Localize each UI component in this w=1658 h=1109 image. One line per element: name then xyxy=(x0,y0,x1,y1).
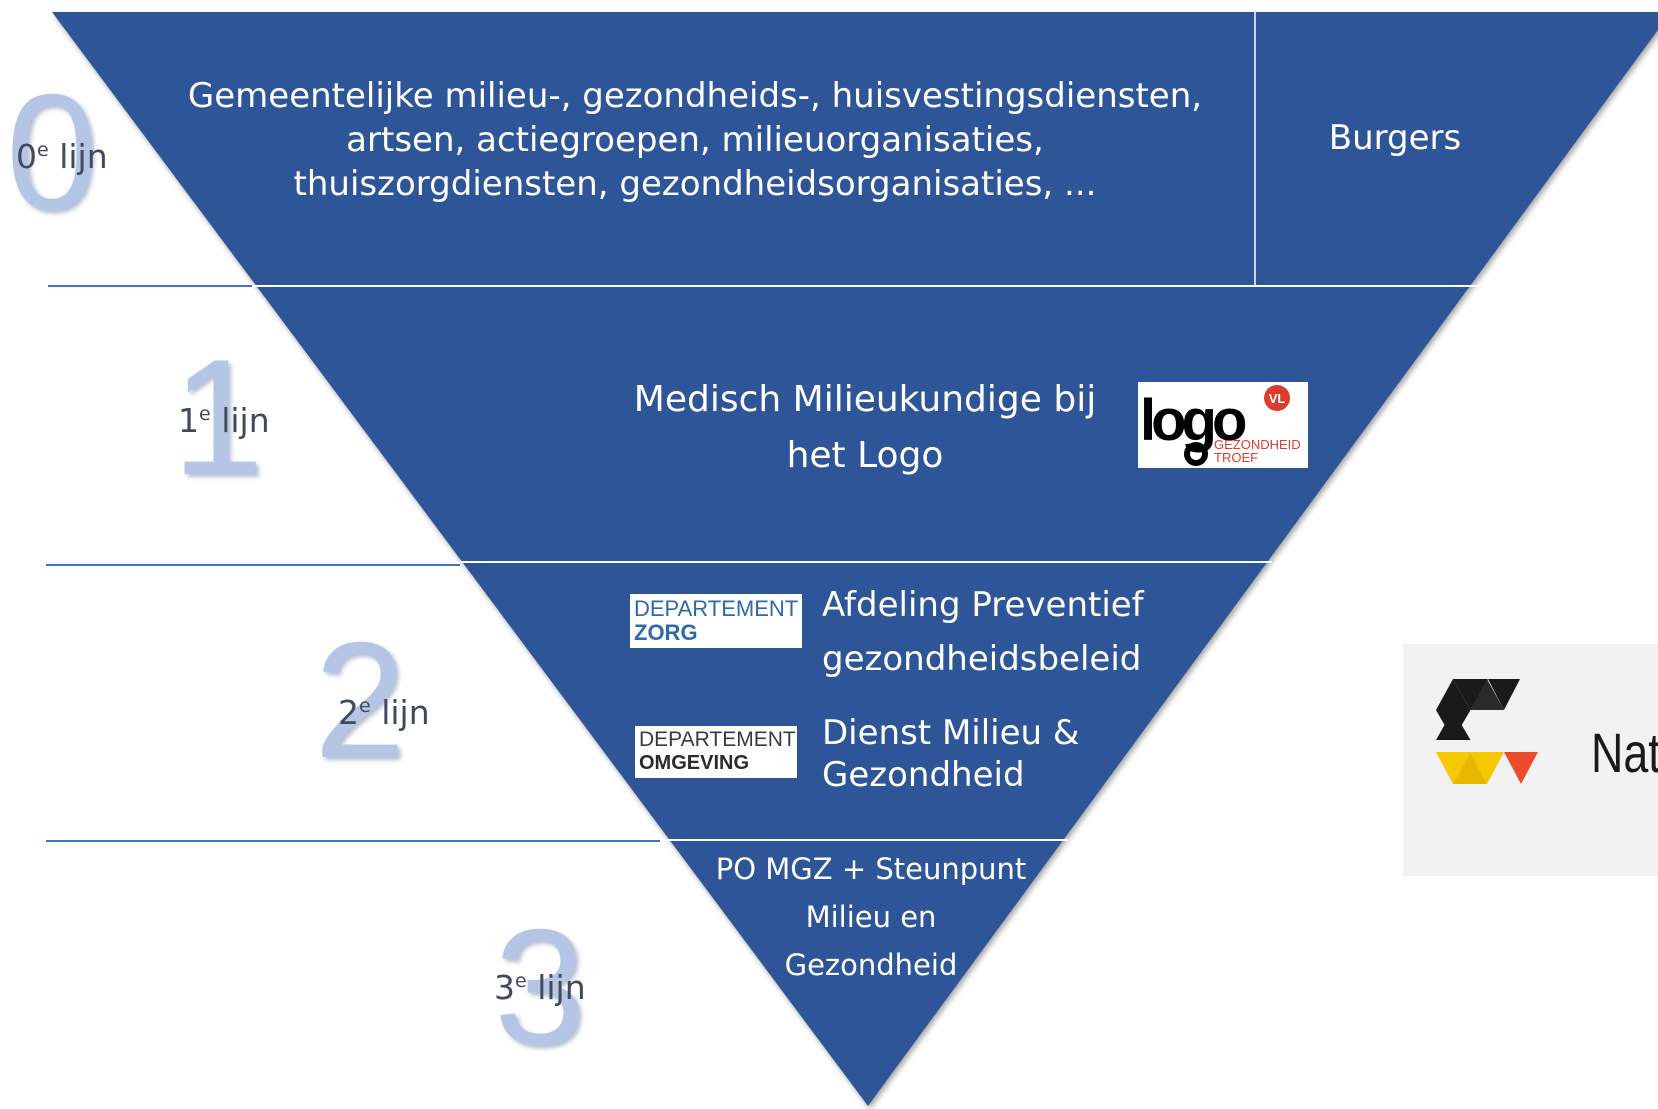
svg-text:GEZONDHEID: GEZONDHEID xyxy=(1214,437,1301,452)
tier0-actors-text: Gemeentelijke milieu-, gezondheids-, hui… xyxy=(140,74,1250,206)
level-2-word: lijn xyxy=(381,693,430,732)
dept-zorg-sub: ZORG xyxy=(634,620,698,645)
tier2-omgeving-text: Dienst Milieu & Gezondheid xyxy=(822,712,1079,796)
level-2-big-number: 2 xyxy=(314,608,406,792)
level-2-sup: e xyxy=(359,695,371,717)
tier2-omgeving-line-1: Dienst Milieu & xyxy=(822,713,1080,753)
tier3-line-2: Milieu en xyxy=(805,900,937,934)
level-0-sup: e xyxy=(37,139,49,161)
tier3-line-1: PO MGZ + Steunpunt xyxy=(715,852,1027,886)
svg-text:TROEF: TROEF xyxy=(1214,450,1258,465)
tier0-line-2: artsen, actiegroepen, milieuorganisaties… xyxy=(346,120,1044,160)
dept-zorg-name: DEPARTEMENT xyxy=(634,596,799,621)
national-logo-image: Nat xyxy=(1403,644,1658,876)
national-logo-text: Nat xyxy=(1591,721,1658,784)
level-2-label: 2e lijn xyxy=(338,693,430,732)
dept-omgeving-name: DEPARTEMENT xyxy=(639,728,796,751)
tier2-omgeving-line-2: Gezondheid xyxy=(822,755,1025,795)
departement-omgeving-logo: DEPARTEMENT OMGEVING xyxy=(635,726,797,778)
tier0-line-3: thuiszorgdiensten, gezondheidsorganisati… xyxy=(293,164,1097,204)
tier0-line-1: Gemeentelijke milieu-, gezondheids-, hui… xyxy=(187,76,1203,116)
tier2-zorg-line-1: Afdeling Preventief xyxy=(822,585,1144,625)
level-1-big-number: 1 xyxy=(172,325,264,509)
departement-zorg-logo: DEPARTEMENT ZORG xyxy=(630,594,802,648)
level-0-word: lijn xyxy=(59,137,108,176)
level-3-word: lijn xyxy=(537,968,586,1007)
tier1-text: Medisch Milieukundige bij het Logo xyxy=(600,372,1130,484)
burgers-label: Burgers xyxy=(1328,118,1462,158)
tier2-zorg-line-2: gezondheidsbeleid xyxy=(822,639,1142,679)
level-1-num: 1 xyxy=(178,401,199,440)
level-2-num: 2 xyxy=(338,693,359,732)
level-1-label: 1e lijn xyxy=(178,401,270,440)
level-1-sup: e xyxy=(199,403,211,425)
level-0-label: 0e lijn xyxy=(16,137,108,176)
level-0-big-number: 0 xyxy=(6,60,98,244)
svg-text:VL: VL xyxy=(1269,391,1286,406)
level-3-big-number: 3 xyxy=(494,895,586,1079)
tier1-line-2: het Logo xyxy=(786,435,944,476)
tier2-zorg-text: Afdeling Preventief gezondheidsbeleid xyxy=(822,578,1144,686)
level-1-word: lijn xyxy=(221,401,270,440)
level-3-label: 3e lijn xyxy=(494,968,586,1007)
tier1-line-1: Medisch Milieukundige bij xyxy=(633,379,1097,420)
tier3-text: PO MGZ + Steunpunt Milieu en Gezondheid xyxy=(690,845,1052,989)
logo-vl-image: logo VL GEZONDHEID TROEF xyxy=(1138,382,1308,468)
level-0-num: 0 xyxy=(16,137,37,176)
tier3-line-3: Gezondheid xyxy=(784,948,958,982)
dept-omgeving-sub: OMGEVING xyxy=(639,752,750,774)
level-3-num: 3 xyxy=(494,968,515,1007)
level-3-sup: e xyxy=(515,970,527,992)
